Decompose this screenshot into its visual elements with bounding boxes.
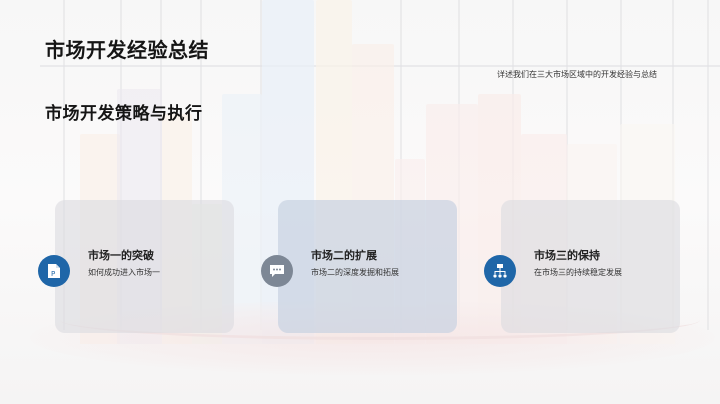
card-title: 市场三的保持: [534, 249, 600, 262]
section-subtitle: 市场开发策略与执行: [45, 104, 203, 124]
grid-line: [63, 0, 65, 330]
card-market-one[interactable]: P 市场一的突破 如何成功进入市场一: [38, 200, 234, 333]
page-title: 市场开发经验总结: [45, 38, 209, 62]
card-market-three[interactable]: 市场三的保持 在市场三的持续稳定发展: [484, 200, 680, 333]
chat-bubble-icon: [261, 255, 293, 287]
section-description: 详述我们在三大市场区域中的开发经验与总结: [497, 70, 657, 79]
grid-line: [200, 0, 202, 330]
card-text: 市场二的深度发掘和拓展: [311, 268, 399, 277]
card-title: 市场一的突破: [88, 249, 154, 262]
svg-text:P: P: [51, 270, 55, 278]
card-title: 市场二的扩展: [311, 249, 377, 262]
card-market-two[interactable]: 市场二的扩展 市场二的深度发掘和拓展: [261, 200, 457, 333]
hierarchy-icon: [484, 255, 516, 287]
grid-line: [707, 0, 709, 330]
document-p-icon: P: [38, 255, 70, 287]
platform-rim: [60, 300, 700, 340]
card-text: 在市场三的持续稳定发展: [534, 268, 622, 277]
card-text: 如何成功进入市场一: [88, 268, 160, 277]
